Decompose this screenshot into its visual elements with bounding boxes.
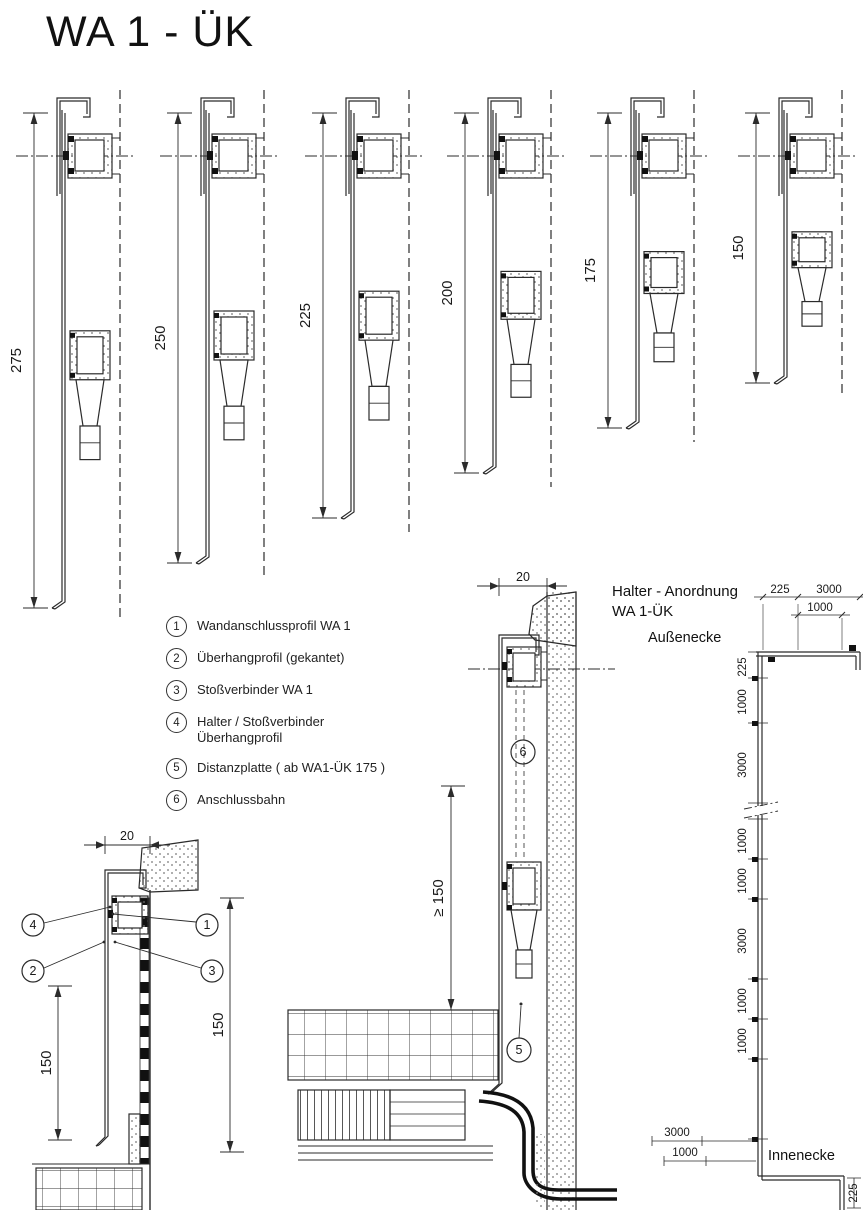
callout-circle-4 [21, 913, 45, 937]
callout-circle-5 [506, 1037, 532, 1063]
legend-item: 3 Stoßverbinder WA 1 [166, 680, 466, 701]
halter-section-title: Halter - Anordnung WA 1-ÜK [612, 582, 738, 621]
legend-number-badge: 6 [166, 789, 187, 811]
profile-height-label: 250 [152, 325, 169, 350]
legend-number-badge: 5 [166, 757, 187, 779]
dim-label-min-height: ≥ 150 [430, 879, 447, 916]
dim-label: 225 [770, 584, 789, 596]
detail-drawing-wall-top: 20 150 150 4 2 1 3 [21, 829, 244, 1210]
profile-section-drawing: 250 [152, 90, 277, 577]
profile-height-label: 150 [730, 235, 747, 260]
legend-number-badge: 3 [166, 680, 187, 701]
callout-circle-6 [510, 739, 536, 765]
outer-corner-label: Außenecke [648, 630, 722, 646]
legend-label: Wandanschlussprofil WA 1 [197, 618, 351, 633]
legend-item: 5 Distanzplatte ( ab WA1-ÜK 175 ) [166, 757, 466, 779]
legend-number-badge: 2 [166, 648, 187, 669]
legend-label-line2: Überhangprofil [197, 730, 283, 746]
dim-label: 1000 [737, 828, 749, 854]
legend-item: 1 Wandanschlussprofil WA 1 [166, 616, 466, 637]
dim-label: 225 [848, 1183, 860, 1202]
callout-circle-2 [21, 959, 45, 983]
callout-number-3: 3 [209, 964, 216, 978]
callout-number-6: 6 [520, 745, 527, 759]
legend-number-badge: 4 [166, 712, 187, 733]
callout-number-4: 4 [30, 918, 37, 932]
dim-label: 1000 [737, 1028, 749, 1054]
dim-label: 1000 [737, 988, 749, 1014]
halter-title-line1: Halter - Anordnung [612, 583, 738, 600]
legend-item: 6 Anschlussbahn [166, 789, 466, 811]
profile-section-drawing: 225 [297, 90, 422, 532]
dim-label-depth: 20 [120, 829, 134, 843]
callout-number-5: 5 [516, 1043, 523, 1057]
dim-label-height-left: 150 [38, 1050, 55, 1075]
profile-height-label: 200 [439, 280, 456, 305]
legend-number-badge: 1 [166, 616, 187, 637]
page-title: WA 1 - ÜK [46, 8, 255, 56]
callout-circle-3 [200, 959, 224, 983]
profile-section-drawing: 175 [582, 90, 707, 442]
legend: 1 Wandanschlussprofil WA 1 2 Überhangpro… [166, 616, 466, 822]
legend-item: 2 Überhangprofil (gekantet) [166, 648, 466, 669]
legend-label: Stoßverbinder WA 1 [197, 682, 313, 697]
profile-section-drawing: 200 [439, 90, 564, 487]
profile-height-label: 275 [8, 348, 25, 373]
profile-section-drawing: 150 [730, 90, 855, 397]
profile-height-label: 225 [297, 303, 314, 328]
legend-label: Anschlussbahn [197, 791, 286, 807]
dim-label: 1000 [672, 1147, 698, 1159]
dim-label: 3000 [664, 1127, 690, 1139]
dim-label: 225 [737, 657, 749, 676]
inner-corner-label: Innenecke [768, 1148, 835, 1164]
halter-title-line2: WA 1-ÜK [612, 602, 674, 620]
legend-item: 4 Halter / Stoßverbinder Überhangprofil [166, 712, 466, 747]
dim-label: 3000 [816, 584, 842, 596]
callout-number-2: 2 [30, 964, 37, 978]
halter-arrangement-elevation: 225 3000 1000 225 1000 3000 1000 1000 30… [651, 584, 863, 1210]
profile-section-drawing: 275 [8, 90, 133, 622]
dim-label-height-right: 150 [210, 1012, 227, 1037]
legend-label-line1: Halter / Stoßverbinder [197, 714, 325, 729]
dim-label: 3000 [737, 928, 749, 954]
callout-number-1: 1 [204, 918, 211, 932]
legend-label: Halter / Stoßverbinder Überhangprofil [197, 712, 324, 747]
detail-drawing-wall-base: 20 ≥ 150 6 5 [287, 570, 617, 1210]
dim-label-depth: 20 [516, 570, 530, 584]
legend-label: Distanzplatte ( ab WA1-ÜK 175 ) [197, 759, 386, 775]
profile-height-label: 175 [582, 258, 599, 283]
dim-label: 1000 [737, 868, 749, 894]
dim-label: 3000 [737, 752, 749, 778]
legend-label: Überhangprofil (gekantet) [197, 650, 345, 665]
dim-label: 1000 [737, 689, 749, 715]
dim-label: 1000 [807, 602, 833, 614]
callout-circle-1 [195, 913, 219, 937]
